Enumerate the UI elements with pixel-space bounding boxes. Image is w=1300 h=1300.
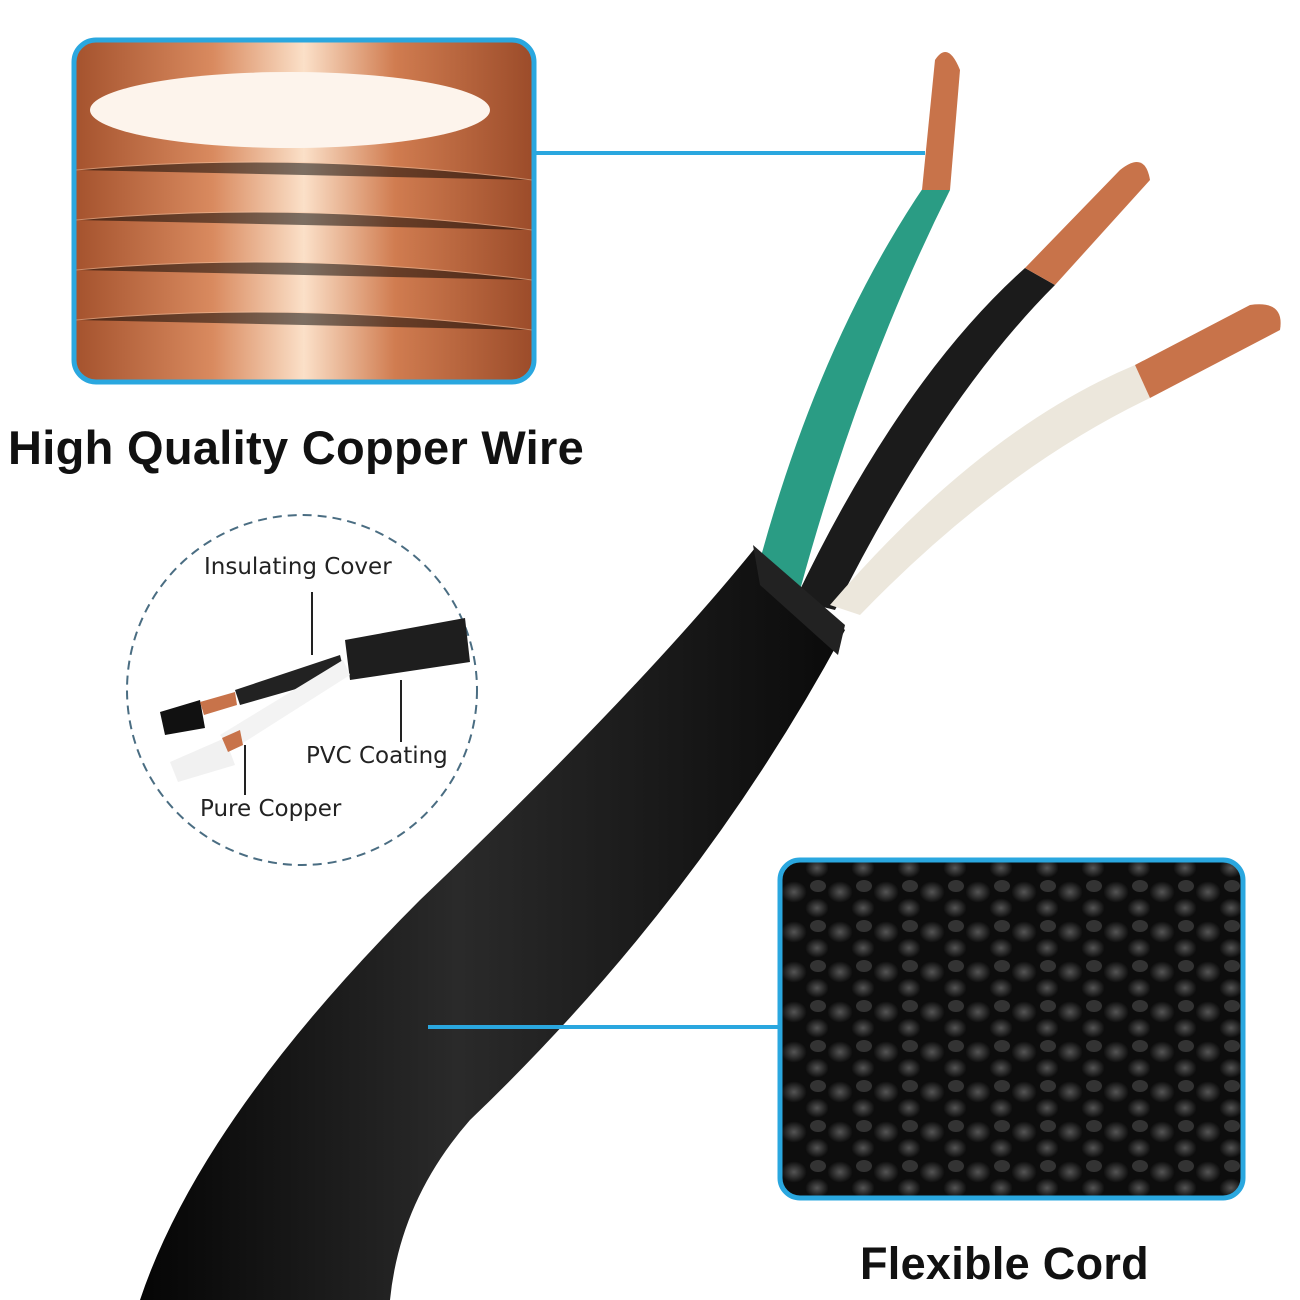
copper-wire-photo [71, 37, 537, 385]
label-insulating-cover: Insulating Cover [204, 554, 392, 580]
label-pvc-coating: PVC Coating [306, 743, 448, 769]
label-pure-copper: Pure Copper [200, 796, 342, 822]
copper-wire-title: High Quality Copper Wire [8, 421, 585, 474]
cable-structure-diagram [126, 514, 478, 866]
power-cable [140, 52, 1281, 1300]
flexible-cord-title: Flexible Cord [860, 1238, 1149, 1289]
rubber-pellets-photo [777, 857, 1246, 1201]
